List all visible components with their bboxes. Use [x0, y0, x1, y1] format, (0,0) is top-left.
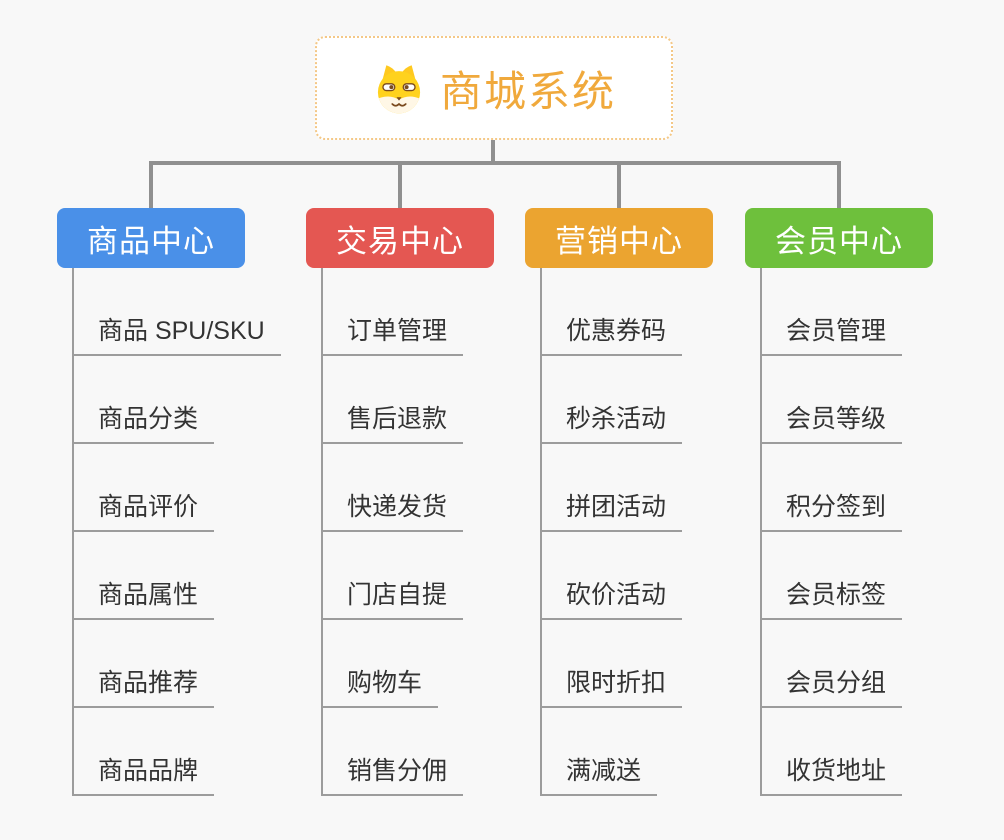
connector-drop-1 [149, 163, 153, 208]
mindmap-item[interactable]: 商品属性 [74, 578, 215, 620]
mindmap-item[interactable]: 会员管理 [762, 314, 903, 356]
mindmap-item[interactable]: 积分签到 [762, 490, 903, 532]
mindmap-item[interactable]: 商品评价 [74, 490, 215, 532]
mindmap-item[interactable]: 商品分类 [74, 402, 215, 444]
mindmap-item[interactable]: 销售分佣 [323, 754, 464, 796]
branch-items: 优惠券码 秒杀活动 拼团活动 砍价活动 限时折扣 满减送 [540, 268, 713, 796]
mindmap-item[interactable]: 售后退款 [323, 402, 464, 444]
branch-header-member-center[interactable]: 会员中心 [745, 208, 933, 268]
branch-items: 商品 SPU/SKU 商品分类 商品评价 商品属性 商品推荐 商品品牌 [72, 268, 281, 796]
root-node[interactable]: 商城系统 [315, 36, 673, 140]
branch-items: 会员管理 会员等级 积分签到 会员标签 会员分组 收货地址 [760, 268, 933, 796]
mindmap-item[interactable]: 秒杀活动 [542, 402, 683, 444]
branch-trade-center: 交易中心 订单管理 售后退款 快递发货 门店自提 购物车 销售分佣 [306, 208, 494, 796]
mindmap-item[interactable]: 商品 SPU/SKU [74, 314, 281, 356]
mindmap-item[interactable]: 快递发货 [323, 490, 464, 532]
mindmap-item[interactable]: 砍价活动 [542, 578, 683, 620]
connector-drop-3 [617, 163, 621, 208]
connector-drop-4 [837, 163, 841, 208]
branch-header-trade-center[interactable]: 交易中心 [306, 208, 494, 268]
mindmap-item[interactable]: 会员分组 [762, 666, 903, 708]
branch-header-product-center[interactable]: 商品中心 [57, 208, 245, 268]
mindmap-item[interactable]: 满减送 [542, 754, 658, 796]
mindmap-item[interactable]: 门店自提 [323, 578, 464, 620]
connector-bus [149, 161, 841, 165]
branch-items: 订单管理 售后退款 快递发货 门店自提 购物车 销售分佣 [321, 268, 494, 796]
mindmap-item[interactable]: 会员标签 [762, 578, 903, 620]
branch-header-marketing-center[interactable]: 营销中心 [525, 208, 713, 268]
mindmap-item[interactable]: 订单管理 [323, 314, 464, 356]
mindmap-item[interactable]: 限时折扣 [542, 666, 683, 708]
mindmap-item[interactable]: 拼团活动 [542, 490, 683, 532]
mindmap-item[interactable]: 购物车 [323, 666, 439, 708]
root-label: 商城系统 [439, 67, 616, 115]
connector-root-stub [491, 140, 495, 163]
mindmap-item[interactable]: 收货地址 [762, 754, 903, 796]
branch-member-center: 会员中心 会员管理 会员等级 积分签到 会员标签 会员分组 收货地址 [745, 208, 933, 796]
branch-marketing-center: 营销中心 优惠券码 秒杀活动 拼团活动 砍价活动 限时折扣 满减送 [525, 208, 713, 796]
mindmap-item[interactable]: 商品推荐 [74, 666, 215, 708]
mindmap-item[interactable]: 会员等级 [762, 402, 903, 444]
shiba-dog-icon [377, 65, 421, 114]
mindmap-item[interactable]: 优惠券码 [542, 314, 683, 356]
connector-drop-2 [398, 163, 402, 208]
branch-product-center: 商品中心 商品 SPU/SKU 商品分类 商品评价 商品属性 商品推荐 商品品牌 [57, 208, 281, 796]
mindmap-item[interactable]: 商品品牌 [74, 754, 215, 796]
